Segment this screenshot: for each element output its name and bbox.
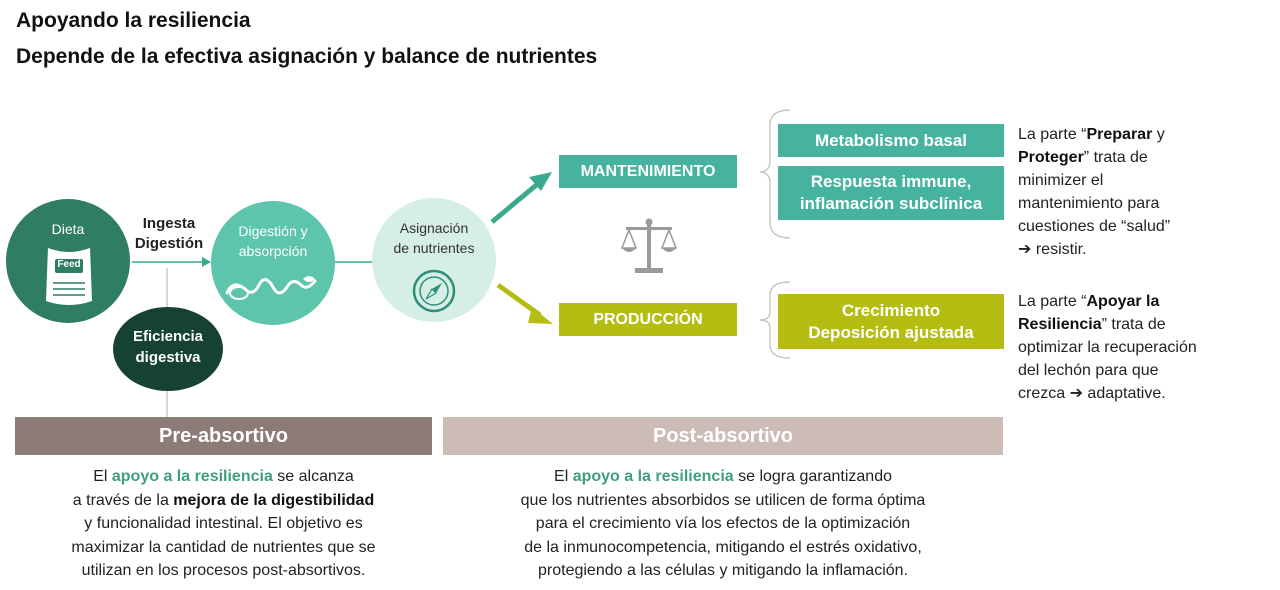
side-text-apoyar: La parte “Apoyar la Resiliencia” trata d…: [1018, 293, 1197, 402]
post-absortivo-text: El apoyo a la resiliencia se logra garan…: [520, 468, 926, 579]
balance-scale-icon: [620, 218, 678, 273]
eficiencia-label-1: Eficiencia: [132, 328, 204, 345]
post-absortivo-band: Post-absortivo: [443, 417, 1003, 455]
asignacion-label-1: Asignación: [399, 220, 469, 236]
pre-absortivo-text: El apoyo a la resiliencia se alcanza a t…: [71, 468, 376, 579]
arrow-down-icon: [496, 282, 553, 324]
dieta-label: Dieta: [51, 221, 85, 237]
page-subtitle: Depende de la efectiva asignación y bala…: [16, 45, 598, 68]
asignacion-node: Asignación de nutrientes: [372, 198, 496, 322]
page-title: Apoyando la resiliencia: [16, 9, 251, 32]
digestion-label-1: Digestión y: [238, 223, 308, 239]
crecimiento-box: Crecimiento Deposición ajustada: [778, 294, 1004, 349]
pre-absortivo-band: Pre-absortivo: [15, 417, 432, 455]
intestine-icon: [225, 276, 317, 300]
compass-icon: [412, 269, 456, 313]
produccion-box: PRODUCCIÓN: [559, 303, 737, 336]
ingesta-label: Ingesta Digestión: [134, 215, 204, 252]
respuesta-box: Respuesta immune, inflamación subclínica: [778, 166, 1004, 220]
eficiencia-node: Eficiencia digestiva: [113, 307, 223, 391]
mantenimiento-box: MANTENIMIENTO: [559, 155, 737, 188]
digestion-node: Digestión y absorpción: [211, 201, 335, 325]
side-text-preparar: La parte “Preparar y Proteger” trata de …: [1018, 126, 1171, 258]
metabolismo-box: Metabolismo basal: [778, 124, 1004, 157]
arrow-up-icon: [490, 172, 552, 224]
feed-label: Feed: [57, 259, 81, 270]
eficiencia-label-2: digestiva: [135, 349, 201, 366]
feed-bag-icon: [46, 246, 92, 305]
asignacion-label-2: de nutrientes: [393, 240, 475, 256]
dieta-node: Dieta Feed: [6, 199, 130, 323]
digestion-label-2: absorpción: [238, 243, 308, 259]
